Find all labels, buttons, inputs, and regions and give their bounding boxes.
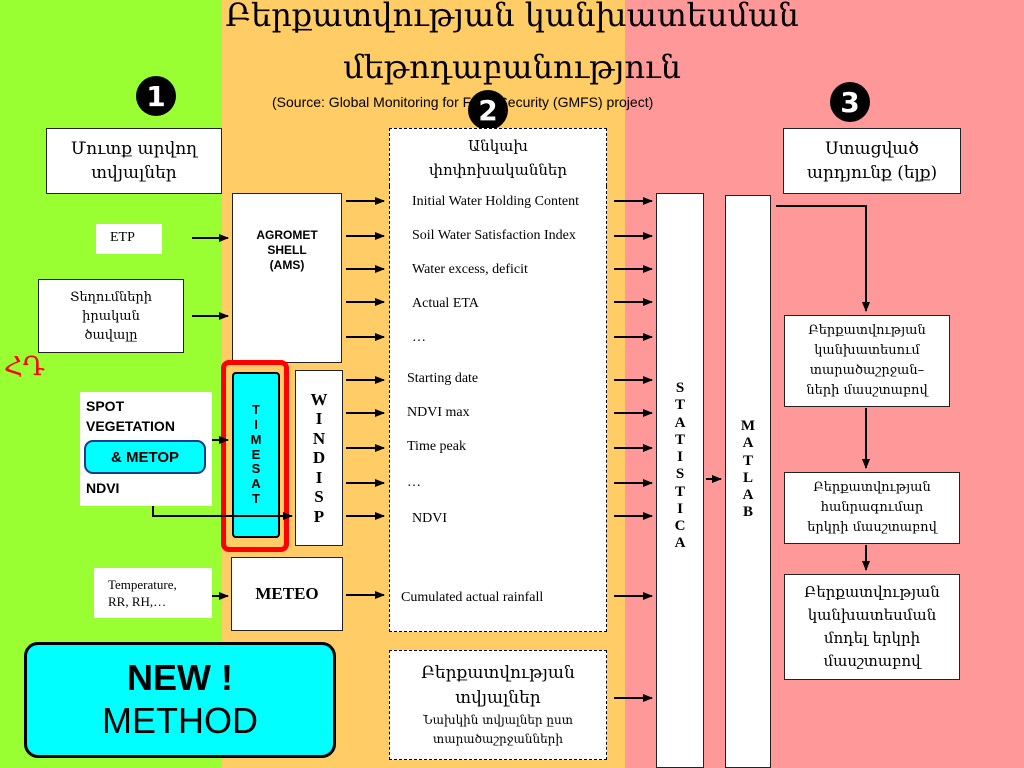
arrow-spot-windisp <box>152 506 293 520</box>
windisp-letter: I <box>315 409 323 429</box>
temperature-box: Temperature, RR, RH,… <box>94 568 212 618</box>
param-cumulated-rainfall: Cumulated actual rainfall <box>401 590 544 605</box>
param-ellipsis-1: … <box>412 330 426 345</box>
timesat-letter: T <box>252 491 260 507</box>
spot-label: SPOT <box>86 398 125 414</box>
windisp-letter: I <box>315 467 323 487</box>
statistica-letter: T <box>674 483 685 500</box>
param-soil-water: Soil Water Satisfaction Index <box>412 228 576 243</box>
independent-variables-header: Անկախ փոփոխականներ <box>389 128 607 186</box>
hd-label: ՀԴ <box>4 352 45 382</box>
param-ndvi-max: NDVI max <box>407 405 470 420</box>
arrow-matlab-output <box>776 205 870 312</box>
vegetation-label: VEGETATION <box>86 418 175 434</box>
output-country-sum: Բերքատվության հանրագումար երկրի մասշտաբո… <box>784 472 960 544</box>
timesat-letter: I <box>254 416 258 432</box>
statistica-letter: I <box>677 449 683 465</box>
windisp-letter: S <box>314 487 324 507</box>
new-method-badge: NEW ! METHOD <box>24 642 336 758</box>
matlab-letter: A <box>742 487 754 503</box>
param-ndvi: NDVI <box>412 511 447 526</box>
ndvi-label: NDVI <box>86 480 120 496</box>
timesat-letter: S <box>251 461 261 477</box>
new-label: NEW ! <box>127 657 233 698</box>
title-line-1: Բերքատվության կանխատեսման <box>225 0 799 34</box>
matlab-letter: B <box>742 504 753 521</box>
yield-data-box: Բերքատվության տվյալներ Նախկին տվյալներ ը… <box>389 650 607 760</box>
param-water-excess: Water excess, deficit <box>412 262 528 277</box>
step-number-3: 3 <box>830 82 870 122</box>
timesat-letter: E <box>251 446 261 462</box>
param-ellipsis-2: … <box>407 475 421 490</box>
windisp-letter: P <box>313 506 325 526</box>
statistica-letter: I <box>677 500 683 517</box>
meteo-box: METEO <box>231 557 343 631</box>
statistica-letter: S <box>675 466 685 483</box>
output-header: Ստացված արդյունք (ելք) <box>783 128 961 194</box>
matlab-letter: M <box>740 418 756 434</box>
actual-rainfall-box: Տեղումների իրական ծավալը <box>38 279 184 353</box>
matlab-letter: A <box>742 435 754 452</box>
param-starting-date: Starting date <box>407 371 479 386</box>
output-country-model: Բերքատվության կանխատեսման մոդել երկրի մա… <box>784 574 960 680</box>
statistica-letter: S <box>675 380 685 396</box>
method-label: METHOD <box>102 700 258 741</box>
step-number-1: 1 <box>136 76 176 116</box>
param-actual-eta: Actual ETA <box>412 296 479 311</box>
metop-badge: & METOP <box>84 440 206 474</box>
param-time-peak: Time peak <box>407 439 466 454</box>
windisp-letter: D <box>312 448 326 468</box>
statistica-letter: T <box>674 397 685 414</box>
input-data-header: Մուտք արվող տվյալներ <box>46 128 222 194</box>
etp-box: ETP <box>96 224 162 254</box>
param-initial-water: Initial Water Holding Content <box>412 194 579 209</box>
source-note: (Source: Global Monitoring for Food Secu… <box>272 94 654 110</box>
timesat-letter: A <box>251 476 261 492</box>
statistica-letter: A <box>674 414 686 431</box>
title-line-2: մեթոդաբանություն <box>343 48 681 86</box>
variables-panel <box>389 186 607 632</box>
timesat-highlight <box>221 360 289 552</box>
statistica-letter: C <box>674 518 686 534</box>
step-number-2: 2 <box>468 90 508 130</box>
windisp-letter: W <box>310 389 328 409</box>
windisp-letter: N <box>312 428 326 448</box>
output-regional-forecast: Բերքատվության կանխատեսում տարածաշրջան– ն… <box>784 315 950 407</box>
timesat-letter: M <box>250 431 262 447</box>
statistica-letter: A <box>674 535 686 552</box>
statistica-letter: T <box>674 431 685 448</box>
timesat-letter: T <box>252 401 260 417</box>
agromet-shell-box: AGROMET SHELL (AMS) <box>232 193 342 363</box>
spot-vegetation-box: SPOT VEGETATION & METOP NDVI <box>80 392 212 506</box>
matlab-letter: L <box>742 469 753 486</box>
matlab-letter: T <box>742 452 753 469</box>
